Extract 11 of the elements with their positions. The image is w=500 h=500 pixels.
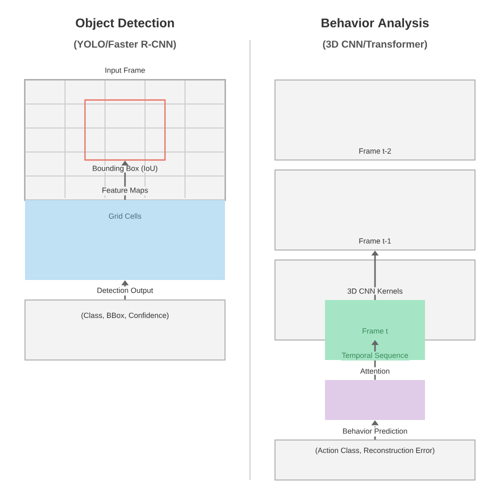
output-box — [24, 300, 226, 360]
frame-box — [274, 80, 476, 160]
grid-frame-drawing — [24, 79, 226, 201]
column-subtitle: (3D CNN/Transformer) — [323, 40, 428, 50]
feature-map-box — [25, 200, 225, 280]
column-title: Behavior Analysis — [322, 18, 429, 30]
column-title: Object Detection — [76, 18, 174, 30]
attention-box — [325, 380, 425, 420]
frame-box — [274, 170, 476, 250]
column-subtitle: (YOLO/Faster R-CNN) — [74, 40, 176, 50]
bounding-box — [84, 99, 166, 161]
